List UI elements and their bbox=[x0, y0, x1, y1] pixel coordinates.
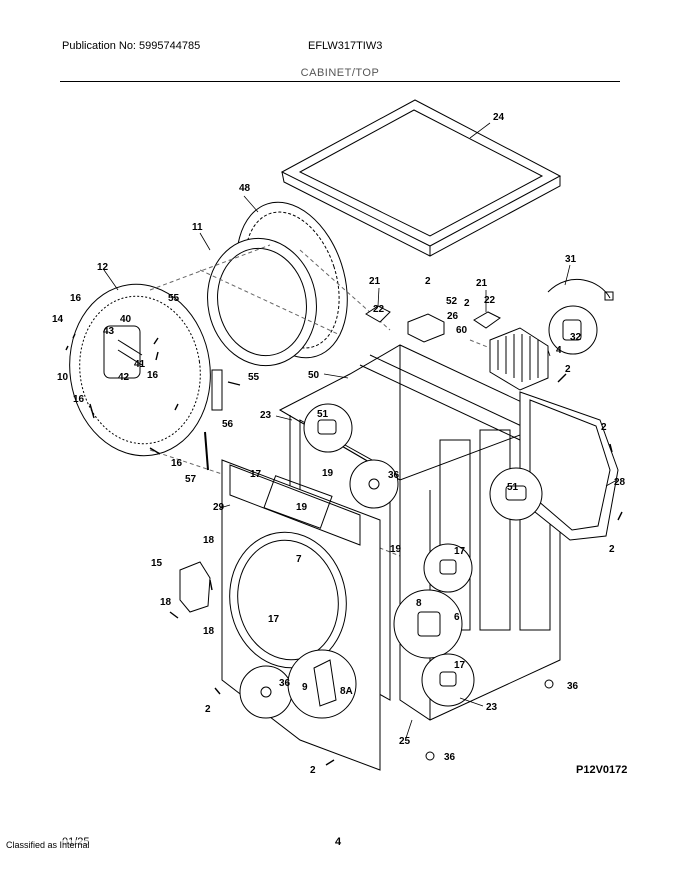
top-panel bbox=[280, 99, 562, 257]
detail-circle-9-8a bbox=[287, 649, 357, 719]
detail-circle-36-top bbox=[349, 459, 399, 509]
callout-18-a: 18 bbox=[203, 535, 215, 546]
callout-17-c: 17 bbox=[268, 614, 280, 625]
callout-4: 4 bbox=[556, 345, 562, 356]
callout-2-c: 2 bbox=[565, 364, 571, 375]
callout-19-c: 19 bbox=[390, 544, 402, 555]
diagram-code: P12V0172 bbox=[576, 764, 628, 776]
leader-lines bbox=[103, 122, 618, 739]
power-cord bbox=[547, 278, 614, 355]
part-52 bbox=[407, 313, 445, 343]
callout-21-b: 21 bbox=[476, 278, 488, 289]
callout-6: 6 bbox=[454, 612, 460, 623]
callout-43: 43 bbox=[103, 326, 115, 337]
part-15 bbox=[179, 561, 211, 613]
callout-23-b: 23 bbox=[486, 702, 498, 713]
callout-21-a: 21 bbox=[369, 276, 381, 287]
callout-12: 12 bbox=[97, 262, 109, 273]
screw-36-bottom bbox=[425, 751, 435, 761]
callout-36-c: 36 bbox=[567, 681, 579, 692]
callout-9: 9 bbox=[302, 682, 308, 693]
callout-28: 28 bbox=[614, 477, 626, 488]
callout-50: 50 bbox=[308, 370, 320, 381]
callout-11: 11 bbox=[192, 222, 203, 233]
detail-circle-17-mid bbox=[423, 543, 473, 593]
callout-16-c: 16 bbox=[73, 394, 85, 405]
door-hinge bbox=[211, 369, 223, 411]
callout-40: 40 bbox=[120, 314, 132, 325]
callout-60: 60 bbox=[456, 325, 468, 336]
detail-circle-51-right bbox=[489, 467, 543, 521]
door-assembly bbox=[207, 201, 348, 367]
section-title: CABINET/TOP bbox=[300, 67, 380, 79]
callout-8a: 8A bbox=[340, 686, 353, 697]
callout-36-a: 36 bbox=[388, 470, 400, 481]
callout-55-a: 55 bbox=[168, 293, 180, 304]
callout-29: 29 bbox=[213, 502, 225, 513]
callout-19-b: 19 bbox=[296, 502, 308, 513]
detail-circle-8-6 bbox=[393, 589, 463, 659]
hardware-marks bbox=[65, 333, 623, 766]
detail-circle-17-low bbox=[421, 653, 475, 707]
header-rule bbox=[60, 81, 620, 82]
callout-17-a: 17 bbox=[250, 469, 262, 480]
callout-51-b: 51 bbox=[507, 482, 519, 493]
part-22-left bbox=[365, 305, 391, 323]
callout-36-b: 36 bbox=[279, 678, 291, 689]
callout-17-b: 17 bbox=[454, 546, 466, 557]
callout-15: 15 bbox=[151, 558, 163, 569]
callout-2-g: 2 bbox=[310, 765, 316, 776]
callout-55-b: 55 bbox=[248, 372, 260, 383]
callout-41: 41 bbox=[134, 359, 146, 370]
callout-22-a: 22 bbox=[484, 295, 496, 306]
callout-32: 32 bbox=[570, 332, 582, 343]
callout-51-a: 51 bbox=[317, 409, 329, 420]
callout-36-d: 36 bbox=[444, 752, 456, 763]
callout-57: 57 bbox=[185, 474, 197, 485]
callout-16-a: 16 bbox=[70, 293, 82, 304]
callout-18-b: 18 bbox=[160, 597, 172, 608]
callout-2-a: 2 bbox=[425, 276, 431, 287]
callout-22-b: 22 bbox=[373, 304, 385, 315]
callout-18-c: 18 bbox=[203, 626, 215, 637]
callout-2-f: 2 bbox=[205, 704, 211, 715]
callout-2-e: 2 bbox=[609, 544, 615, 555]
callout-52: 52 bbox=[446, 296, 458, 307]
callout-42: 42 bbox=[118, 372, 130, 383]
model-number: EFLW317TIW3 bbox=[308, 40, 383, 52]
callout-7: 7 bbox=[296, 554, 302, 565]
page-number: 4 bbox=[335, 836, 342, 848]
callout-10: 10 bbox=[57, 372, 69, 383]
callout-16-d: 16 bbox=[171, 458, 183, 469]
callout-48: 48 bbox=[239, 183, 251, 194]
callout-25: 25 bbox=[399, 736, 411, 747]
callout-2-b: 2 bbox=[464, 298, 470, 309]
callout-8: 8 bbox=[416, 598, 422, 609]
detail-circle-51-left bbox=[303, 403, 353, 453]
callout-19-a: 19 bbox=[322, 468, 334, 479]
door-rod bbox=[204, 431, 209, 471]
callout-17-d: 17 bbox=[454, 660, 466, 671]
screw-36-right bbox=[544, 679, 554, 689]
callout-56: 56 bbox=[222, 419, 234, 430]
part-4 bbox=[489, 327, 549, 391]
callout-24: 24 bbox=[493, 112, 505, 123]
callout-2-d: 2 bbox=[601, 422, 607, 433]
publication-number: Publication No: 5995744785 bbox=[62, 40, 201, 52]
callout-16-b: 16 bbox=[147, 370, 159, 381]
part-22-right bbox=[473, 311, 501, 329]
callout-23-a: 23 bbox=[260, 410, 272, 421]
callout-26: 26 bbox=[447, 311, 459, 322]
footer-classification: Classified as Internal bbox=[6, 840, 90, 850]
callout-31: 31 bbox=[565, 254, 577, 265]
callout-14: 14 bbox=[52, 314, 64, 325]
door-inner-frame bbox=[69, 283, 211, 457]
detail-circle-36-left bbox=[239, 665, 293, 719]
